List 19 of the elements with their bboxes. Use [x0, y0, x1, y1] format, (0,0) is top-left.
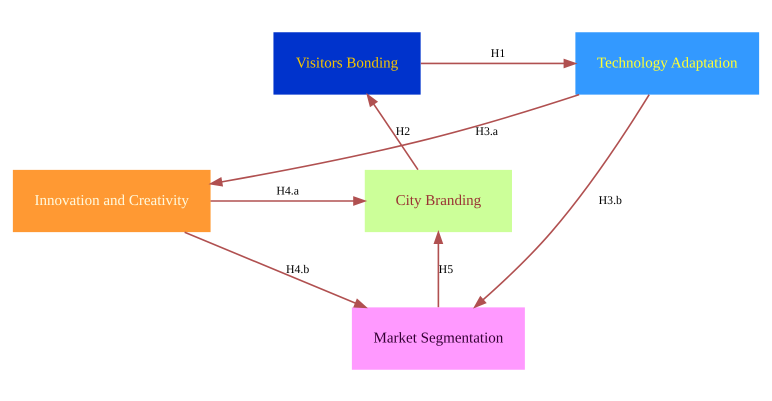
edge-label: H3.b: [598, 192, 622, 207]
node-box: Innovation and Creativity: [12, 169, 211, 232]
arrow: [210, 196, 368, 206]
node-box: City Branding: [364, 169, 512, 232]
edge-label: H3.a: [475, 124, 498, 138]
edge-label: H1: [490, 45, 506, 60]
edge-label: H4.a: [276, 182, 299, 197]
edge-label: H5: [438, 261, 454, 276]
arrow: [366, 92, 419, 170]
arrow: [434, 230, 444, 307]
node-box: Market Segmentation: [352, 306, 525, 370]
arrow: [420, 58, 578, 68]
edge-label: H4.b: [286, 261, 310, 276]
arrow: [208, 93, 580, 186]
node-box: Technology Adaptation: [575, 32, 760, 94]
edge-label: H2: [396, 124, 410, 138]
arrow: [184, 231, 368, 308]
arrow: [473, 94, 650, 308]
node-box: Visitors Bonding: [273, 32, 421, 94]
